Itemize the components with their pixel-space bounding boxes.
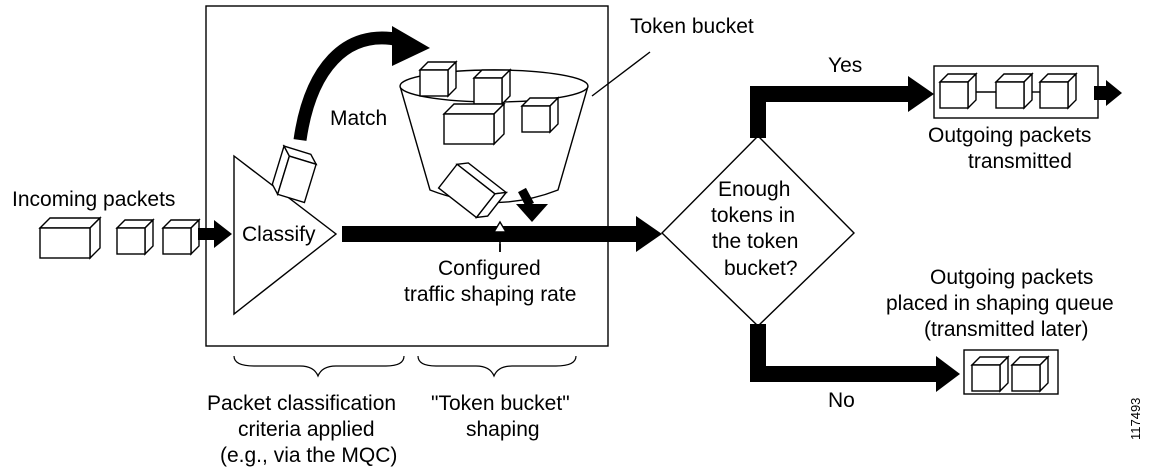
shaping-brace — [417, 355, 577, 378]
transmit-out-arrow — [1094, 80, 1122, 106]
decision-label: bucket? — [724, 257, 798, 280]
no-branch-arrow — [750, 324, 960, 392]
figure-id: 117493 — [1128, 398, 1143, 440]
queued-label: Outgoing packets — [930, 266, 1093, 289]
classification-label: Packet classification — [207, 392, 396, 415]
decision-label: the token — [712, 230, 798, 253]
incoming-packet — [162, 219, 200, 255]
yes-branch-arrow — [750, 76, 934, 138]
no-label: No — [828, 389, 855, 412]
queued-packet — [971, 356, 1009, 392]
token-out-arrow — [516, 187, 548, 222]
configured-rate-label: Configured — [438, 257, 541, 280]
main-flow-arrow — [342, 216, 662, 252]
queued-label: placed in shaping queue — [886, 292, 1114, 315]
transmitted-label: Outgoing packets — [928, 124, 1091, 147]
classification-label: criteria applied — [238, 418, 375, 441]
token — [419, 61, 457, 97]
queued-packet — [1011, 356, 1049, 392]
token-bucket-leader — [591, 51, 651, 97]
transmitted-packet — [939, 73, 977, 109]
rate-pointer — [492, 220, 508, 252]
transmitted-label: transmitted — [968, 150, 1072, 173]
queued-label: (transmitted later) — [924, 318, 1089, 341]
incoming-packet — [116, 219, 154, 255]
incoming-packets-group — [39, 217, 200, 259]
token — [521, 97, 559, 133]
match-arrow — [293, 26, 430, 141]
transmitted-packet — [995, 73, 1033, 109]
classification-label: (e.g., via the MQC) — [220, 444, 397, 467]
incoming-packet — [39, 217, 101, 259]
token — [437, 162, 508, 219]
decision-label: Enough — [718, 178, 790, 201]
incoming-packets-label: Incoming packets — [12, 188, 175, 211]
queued-packets — [963, 349, 1059, 395]
token-bucket — [399, 61, 589, 219]
transmitted-packet — [1039, 73, 1077, 109]
configured-rate-label: traffic shaping rate — [404, 283, 576, 306]
match-label: Match — [330, 107, 387, 130]
decision-label: tokens in — [711, 204, 795, 227]
matched-packet — [271, 144, 318, 204]
transmitted-packets — [933, 65, 1099, 119]
incoming-arrow — [198, 220, 232, 248]
yes-label: Yes — [828, 54, 862, 77]
classify-label: Classify — [242, 223, 316, 246]
shaping-label: "Token bucket" — [431, 392, 570, 415]
token — [443, 103, 505, 145]
shaping-label: shaping — [466, 418, 540, 441]
token — [473, 69, 511, 105]
token-bucket-label: Token bucket — [630, 15, 754, 38]
classification-brace — [233, 355, 405, 378]
